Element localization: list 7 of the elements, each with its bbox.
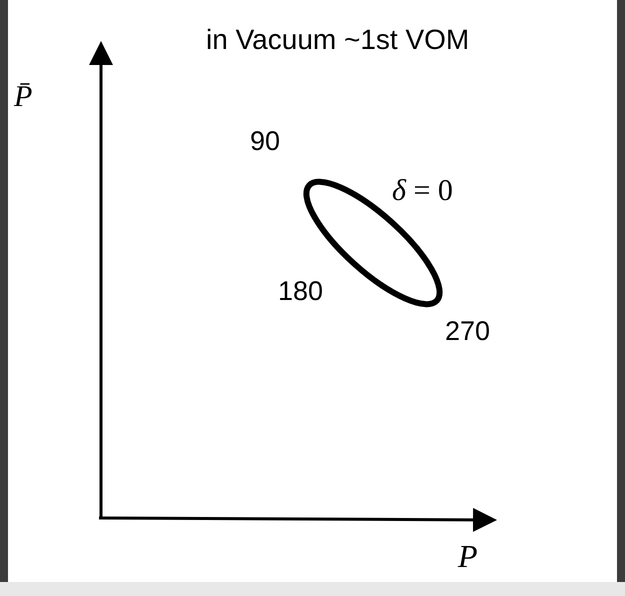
angle-label: 270 xyxy=(445,318,490,345)
angle-label: 90 xyxy=(250,128,280,155)
title: in Vacuum ~1st VOM xyxy=(206,26,470,54)
axis-label: P̄ xyxy=(14,82,32,112)
angle-label: 180 xyxy=(278,278,324,305)
axis-label: P xyxy=(458,540,478,572)
curve-label: δ = 0 xyxy=(392,176,453,206)
